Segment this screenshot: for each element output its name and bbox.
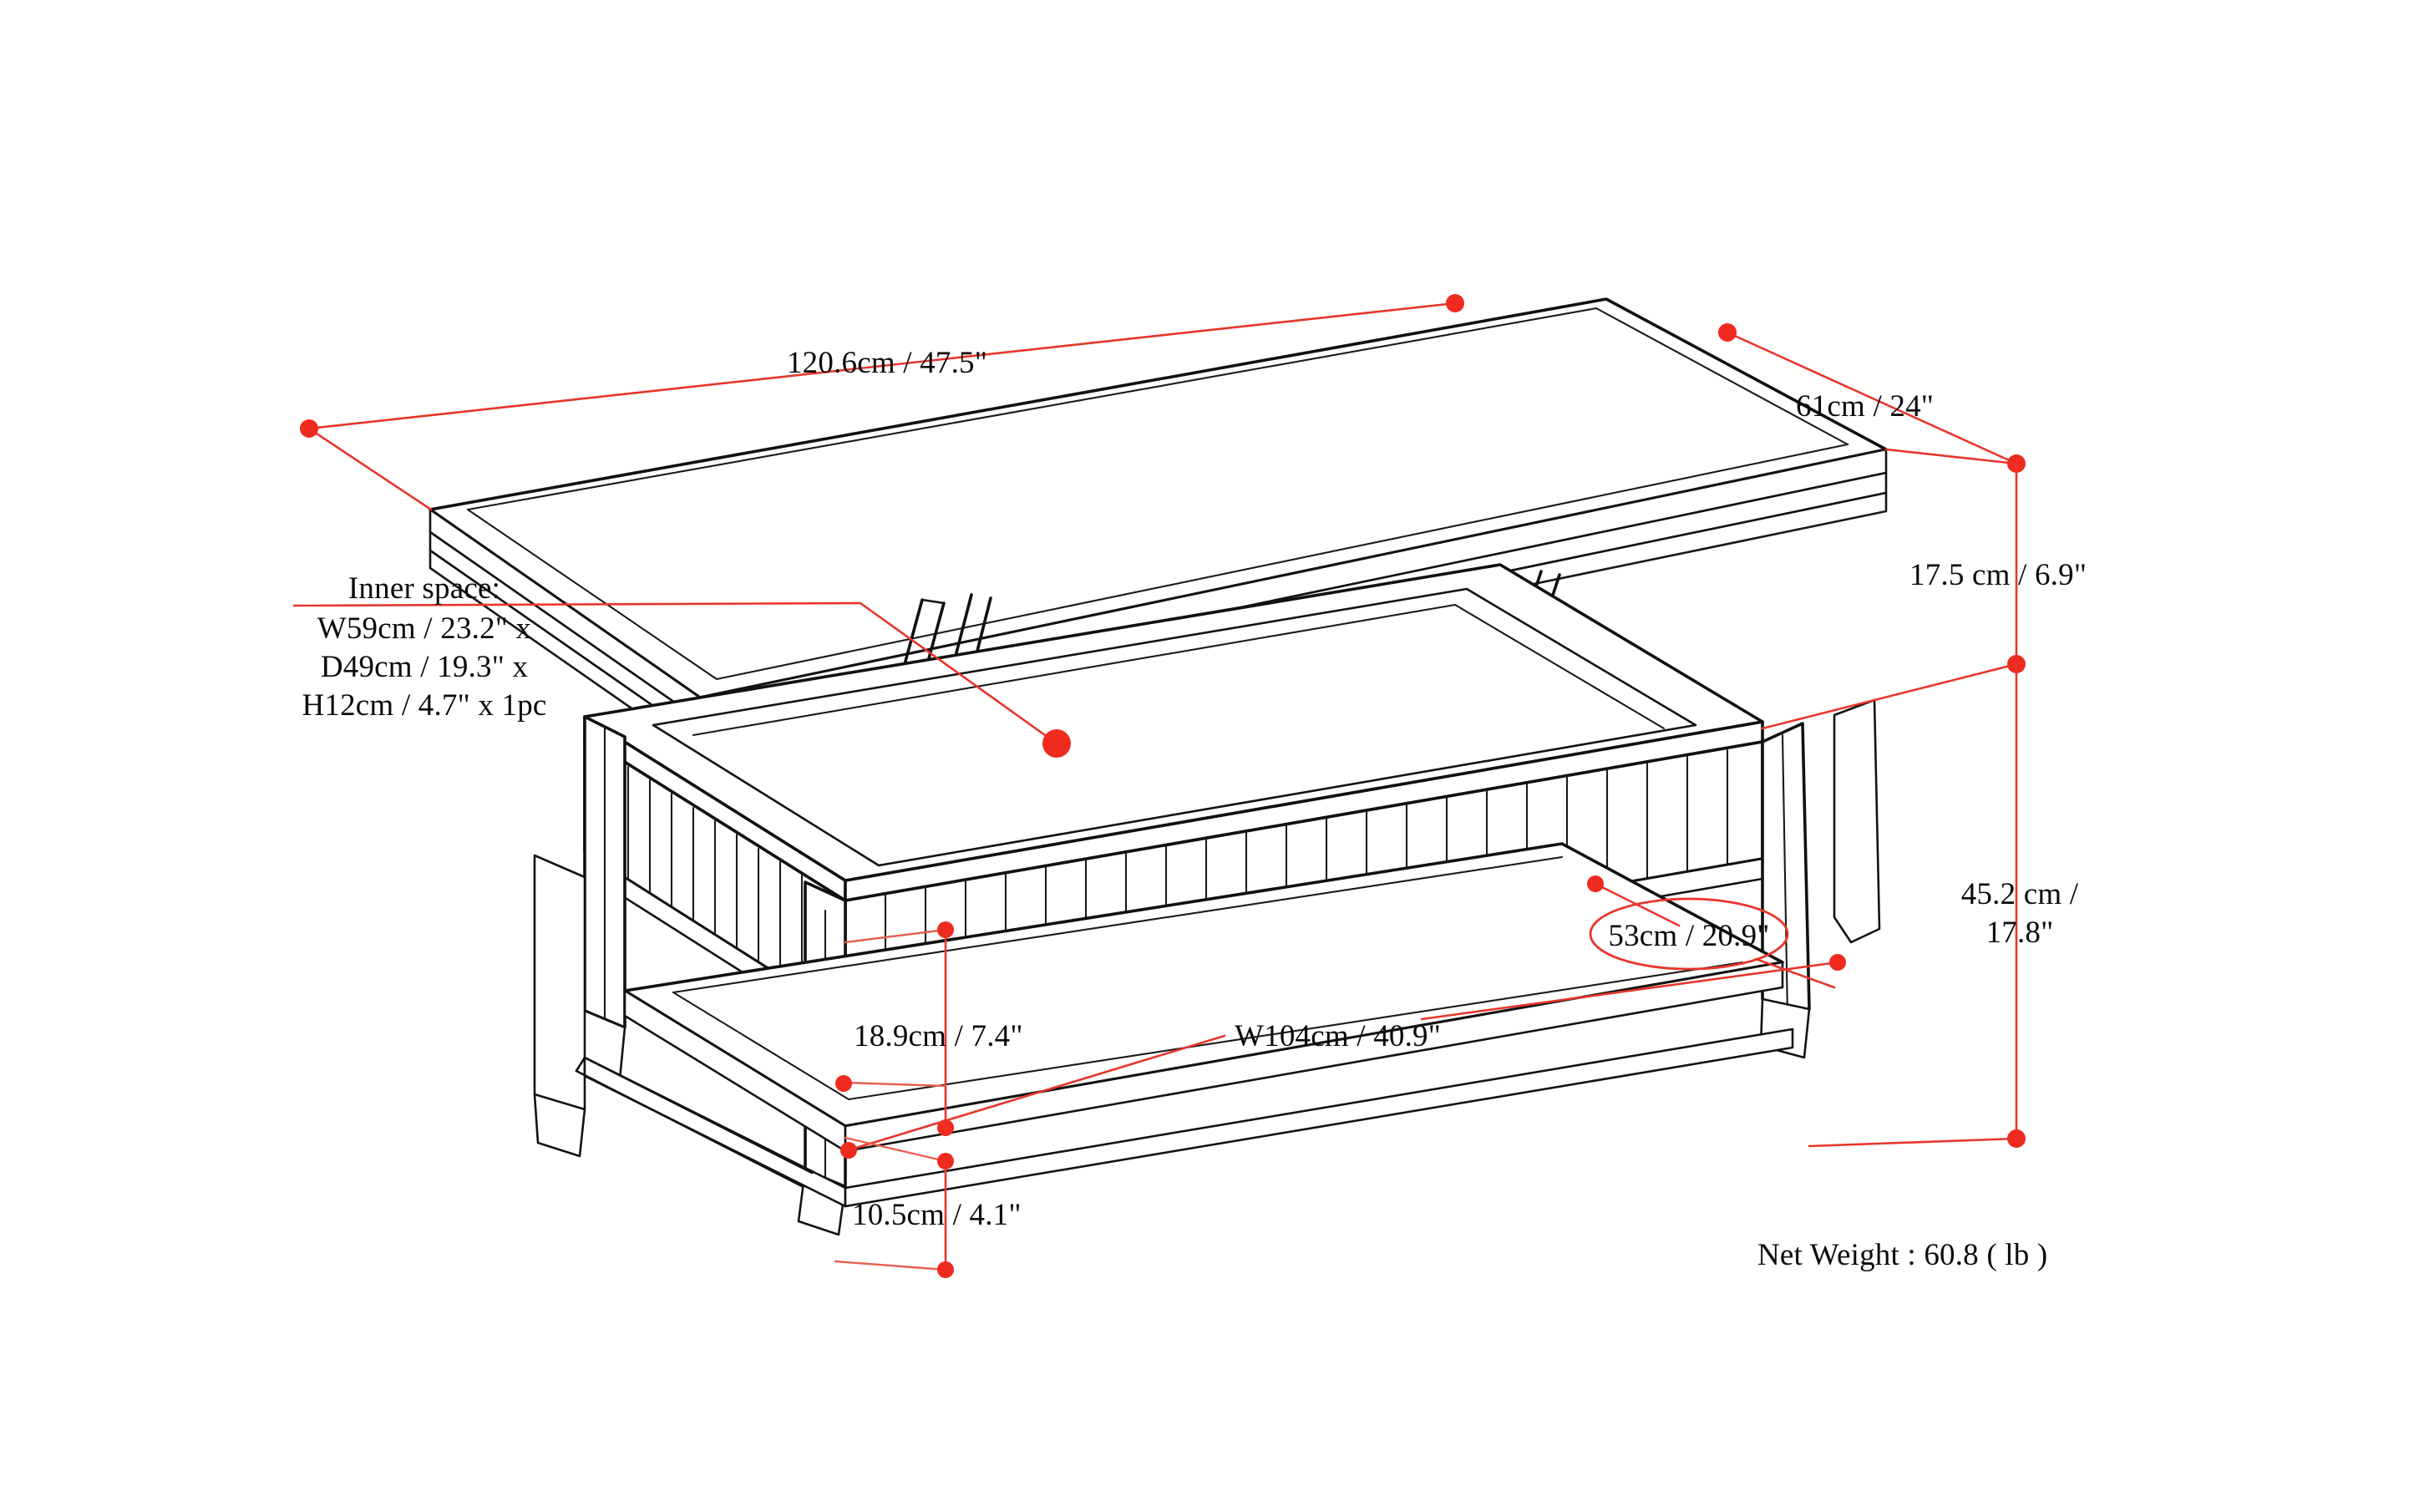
inner-space-line-2: W59cm / 23.2" x bbox=[317, 611, 532, 646]
dimension-label-lift-rise: 17.5 cm / 6.9" bbox=[1909, 558, 2087, 592]
inner-space-line-1: Inner space: bbox=[348, 571, 500, 606]
dimension-label-shelf-clearance: 18.9cm / 7.4" bbox=[854, 1019, 1023, 1053]
dimension-overall-width: 120.6cm / 47.5" bbox=[300, 294, 1464, 511]
dimension-lift-rise: 17.5 cm / 6.9" bbox=[1761, 462, 2087, 730]
dimension-label-leg-height: 10.5cm / 4.1" bbox=[852, 1198, 1022, 1232]
callout-shelf-depth: 53cm / 20.9" bbox=[1587, 875, 1836, 989]
inner-space-line-4: H12cm / 4.7" x 1pc bbox=[302, 688, 546, 723]
callout-inner-space: Inner space: W59cm / 23.2" x D49cm / 19.… bbox=[292, 571, 1071, 758]
dimension-label-shelf-depth: 53cm / 20.9" bbox=[1608, 919, 1769, 953]
lower-shelf bbox=[575, 842, 1794, 1208]
dimension-overall-depth: 61cm / 24" bbox=[1718, 323, 2026, 473]
dimension-label-depth: 61cm / 24" bbox=[1796, 389, 1934, 424]
callout-ellipse bbox=[1589, 897, 1789, 971]
dimension-table-height: 45.2 cm / 17.8" bbox=[1808, 662, 2079, 1148]
dimension-label-shelf-width: W104cm / 40.9" bbox=[1235, 1019, 1441, 1053]
dimension-label-table-height-1: 45.2 cm / bbox=[1961, 877, 2079, 911]
dimension-label-width: 120.6cm / 47.5" bbox=[787, 346, 987, 380]
dimension-leg-height: 10.5cm / 4.1" bbox=[834, 1136, 1022, 1278]
dimension-label-table-height-2: 17.8" bbox=[1986, 916, 2054, 950]
dimension-shelf-width: W104cm / 40.9" bbox=[840, 954, 1846, 1159]
net-weight-label: Net Weight : 60.8 ( lb ) bbox=[1757, 1238, 2047, 1272]
dimension-shelf-clearance: 18.9cm / 7.4" bbox=[835, 921, 1023, 1136]
inner-space-line-3: D49cm / 19.3" x bbox=[321, 650, 529, 684]
